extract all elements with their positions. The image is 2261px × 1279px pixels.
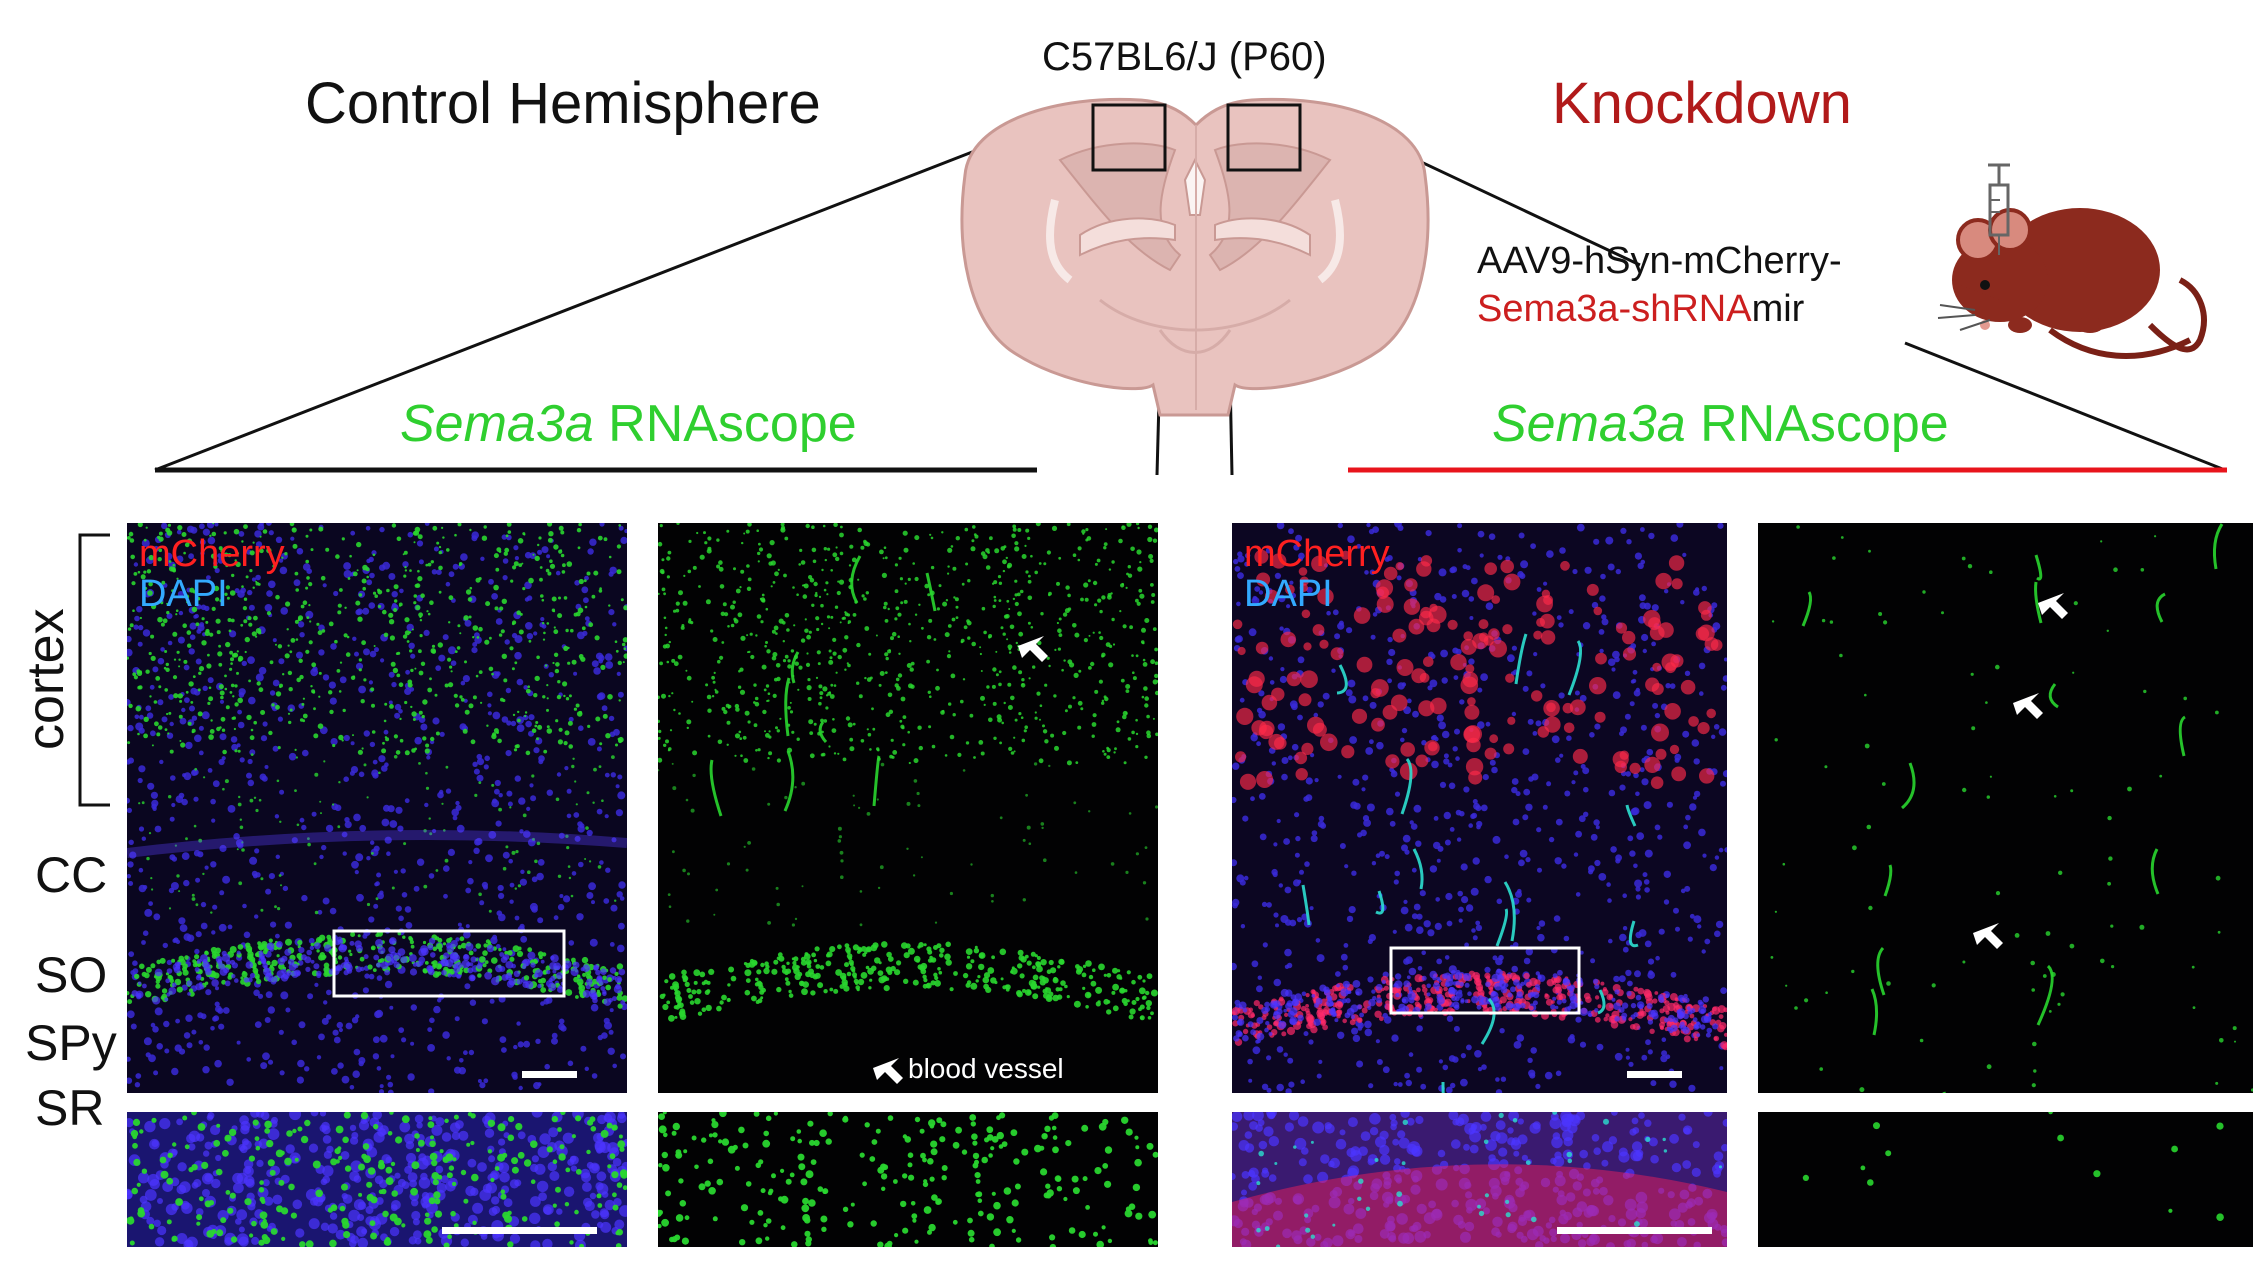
- control-rnascope-panel: blood vessel: [658, 523, 1158, 1093]
- virus-label: AAV9-hSyn-mCherry- Sema3a-shRNAmir: [1477, 238, 1842, 333]
- signal-puncta: [1232, 1112, 1727, 1247]
- zoom-line-left-outer: [154, 103, 1094, 472]
- zoom-line-right-lower: [1904, 341, 2226, 472]
- knockdown-merge-zoom: [1232, 1112, 1727, 1247]
- virus-line2: Sema3a-shRNAmir: [1477, 286, 1842, 334]
- region-label-sr: SR: [35, 1080, 105, 1136]
- signal-puncta: [1802, 1112, 2224, 1221]
- channel-labels: mCherry DAPI: [139, 533, 285, 615]
- panel-image: [127, 523, 627, 1093]
- rnascope-label-knockdown: Sema3a RNAscope: [1492, 398, 1949, 450]
- arrowhead-icon: [873, 1058, 903, 1084]
- pyramidal-layer: [659, 941, 1158, 1022]
- assay-name: RNAscope: [1685, 395, 1949, 453]
- brain-box-left: [1091, 103, 1167, 172]
- arrowhead-icon: [1973, 923, 2003, 949]
- virus-shrna: Sema3a-shRNA: [1477, 287, 1752, 330]
- signal-puncta: [658, 1112, 1158, 1247]
- blood-vessel-signal: [709, 555, 937, 817]
- arrowhead-icon: [2013, 693, 2043, 719]
- panel-image: [127, 1112, 627, 1247]
- rnascope-label-control: Sema3a RNAscope: [400, 398, 857, 450]
- knockdown-rnascope-zoom: [1758, 1112, 2253, 1247]
- scale-bar: [442, 1227, 597, 1234]
- region-label-cortex: cortex: [17, 608, 75, 750]
- gene-name: Sema3a: [400, 395, 594, 453]
- inset-box: [332, 929, 566, 998]
- scale-bar: [522, 1071, 577, 1078]
- virus-mir: mir: [1751, 287, 1805, 330]
- signal-puncta: [127, 1112, 627, 1247]
- signal-puncta: [127, 523, 627, 1093]
- arrowhead-icon: [1018, 636, 1048, 662]
- region-label-spy: SPy: [25, 1015, 117, 1071]
- signal-puncta: [658, 762, 1158, 927]
- signal-puncta: [127, 1112, 627, 1247]
- signal-puncta: [127, 523, 627, 756]
- gene-name: Sema3a: [1492, 395, 1686, 453]
- signal-puncta: [658, 523, 1158, 766]
- signal-puncta: [1256, 1112, 1722, 1247]
- dapi-label: DAPI: [139, 572, 228, 615]
- signal-puncta: [1232, 549, 1723, 790]
- mcherry-label: mCherry: [1244, 533, 1390, 575]
- panel-image: [658, 523, 1158, 1084]
- region-label-cc: CC: [35, 847, 108, 903]
- signal-puncta: [1232, 523, 1727, 1093]
- knockdown-title: Knockdown: [1552, 71, 1852, 136]
- blood-vessel-signal: [1301, 633, 1639, 1093]
- control-merge-panel: mCherry DAPI: [127, 523, 627, 1093]
- region-label-so: SO: [35, 947, 108, 1003]
- mouse-injection-icon: [1937, 163, 2207, 359]
- signal-puncta: [138, 753, 617, 915]
- panel-image: [1232, 523, 1727, 1093]
- brain-box-right: [1226, 103, 1302, 172]
- knockdown-merge-panel: mCherry DAPI: [1232, 523, 1727, 1093]
- channel-labels: mCherry DAPI: [1244, 533, 1390, 615]
- scale-bar: [1627, 1071, 1682, 1078]
- pyramidal-layer: [1233, 965, 1719, 1042]
- pyramidal-layer: [131, 936, 626, 1006]
- knockdown-rnascope-panel: [1758, 523, 2253, 1093]
- panel-image: [1802, 1112, 2224, 1221]
- panel-image: [658, 1112, 1158, 1247]
- virus-line1: AAV9-hSyn-mCherry-: [1477, 240, 1842, 282]
- mcherry-label: mCherry: [139, 533, 285, 575]
- cortex-bracket: [78, 533, 110, 807]
- control-merge-zoom: [127, 1112, 627, 1247]
- strain-label: C57BL6/J (P60): [1042, 35, 1327, 79]
- blood-vessel-signal: [1801, 523, 2224, 1093]
- brain-section-icon: [960, 97, 1430, 417]
- inset-box: [1389, 946, 1581, 1015]
- blood-vessel-annotation: blood vessel: [908, 1053, 1064, 1084]
- scale-bar: [1557, 1227, 1712, 1234]
- panel-image: [1232, 1112, 1727, 1247]
- panel-image: [1770, 523, 2253, 1093]
- control-hemisphere-title: Control Hemisphere: [305, 71, 821, 136]
- signal-puncta: [1770, 525, 2253, 1093]
- assay-name: RNAscope: [593, 395, 857, 453]
- arrowhead-icon: [2038, 593, 2068, 619]
- control-rnascope-zoom: [658, 1112, 1158, 1247]
- dapi-label: DAPI: [1244, 572, 1333, 615]
